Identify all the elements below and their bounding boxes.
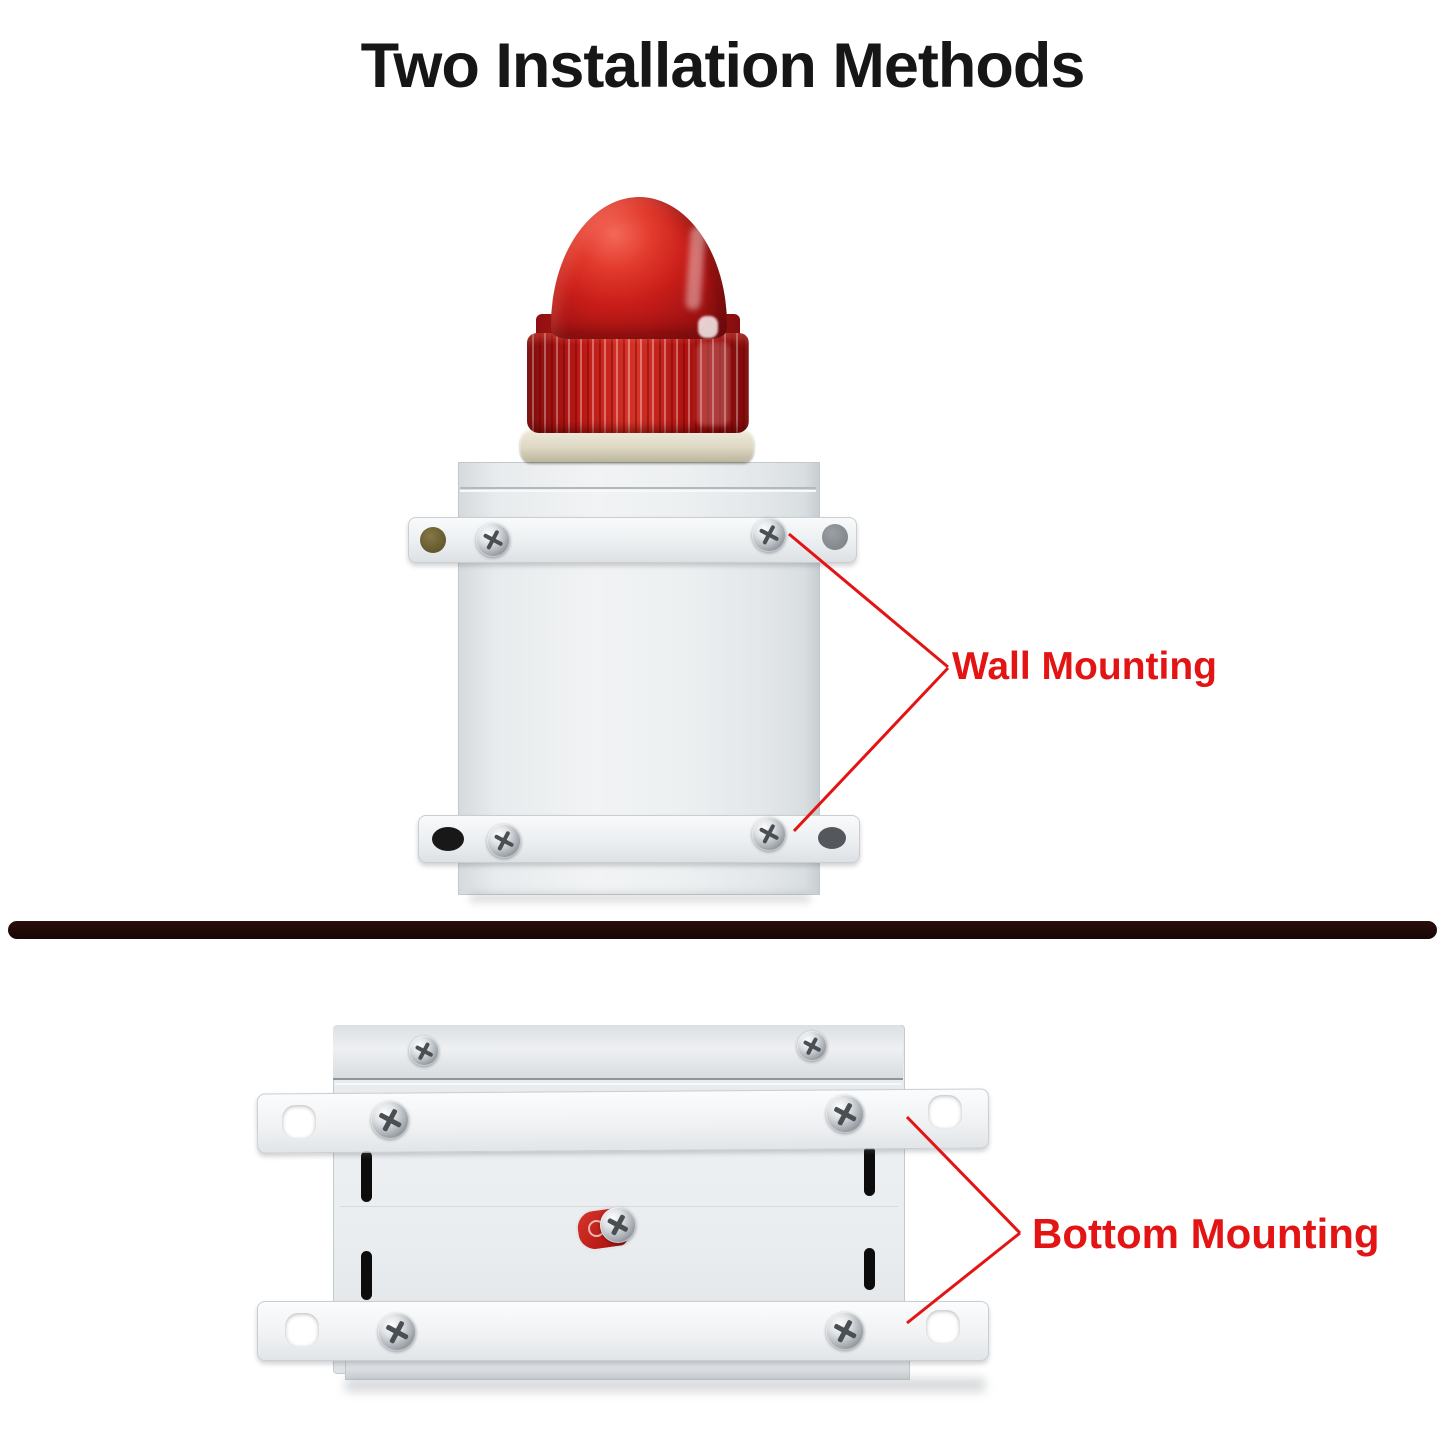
bracket-hole xyxy=(420,527,446,553)
bottom-bracket-bottom xyxy=(257,1301,989,1361)
bracket-hole xyxy=(432,827,464,851)
phillips-screw-icon xyxy=(826,1095,864,1133)
phillips-screw-icon xyxy=(371,1101,409,1139)
bracket-hole xyxy=(818,827,846,849)
bracket-hole xyxy=(285,1313,319,1347)
enclosure-lid-seam xyxy=(460,487,816,489)
vent-slot xyxy=(361,1251,372,1300)
phillips-screw-icon xyxy=(826,1312,864,1350)
phillips-screw-icon xyxy=(752,817,786,851)
enclosure-bottom-shadow xyxy=(470,893,810,903)
wall-mounting-label: Wall Mounting xyxy=(952,645,1217,688)
panel-seam-highlight xyxy=(335,1083,901,1085)
section-divider xyxy=(8,921,1437,939)
bottom-mounting-label: Bottom Mounting xyxy=(1032,1210,1380,1257)
enclosure-lid-seam-highlight xyxy=(460,490,816,492)
vent-slot xyxy=(361,1151,372,1202)
phillips-screw-icon xyxy=(476,523,510,557)
phillips-screw-icon xyxy=(487,824,521,858)
bottom-bracket-top xyxy=(256,1088,990,1154)
beacon-base-ring xyxy=(520,429,754,462)
bracket-hole xyxy=(926,1310,960,1344)
beacon-ribbed-lens xyxy=(527,333,749,433)
bracket-hole xyxy=(282,1105,316,1139)
enclosure-drop-shadow xyxy=(345,1378,985,1392)
phillips-screw-icon xyxy=(752,518,786,552)
figure-title: Two Installation Methods xyxy=(360,31,1086,101)
beacon-band-reflection xyxy=(698,316,718,338)
phillips-screw-icon xyxy=(600,1207,636,1243)
vent-slot xyxy=(864,1146,875,1196)
phillips-screw-icon xyxy=(409,1036,439,1066)
vent-slot xyxy=(864,1248,875,1290)
bracket-hole xyxy=(928,1095,962,1129)
phillips-screw-icon xyxy=(797,1031,827,1061)
beacon-lens-reflection xyxy=(696,342,730,426)
bracket-hole xyxy=(822,524,848,550)
wall-bracket-bottom xyxy=(418,815,860,863)
phillips-screw-icon xyxy=(378,1313,416,1351)
